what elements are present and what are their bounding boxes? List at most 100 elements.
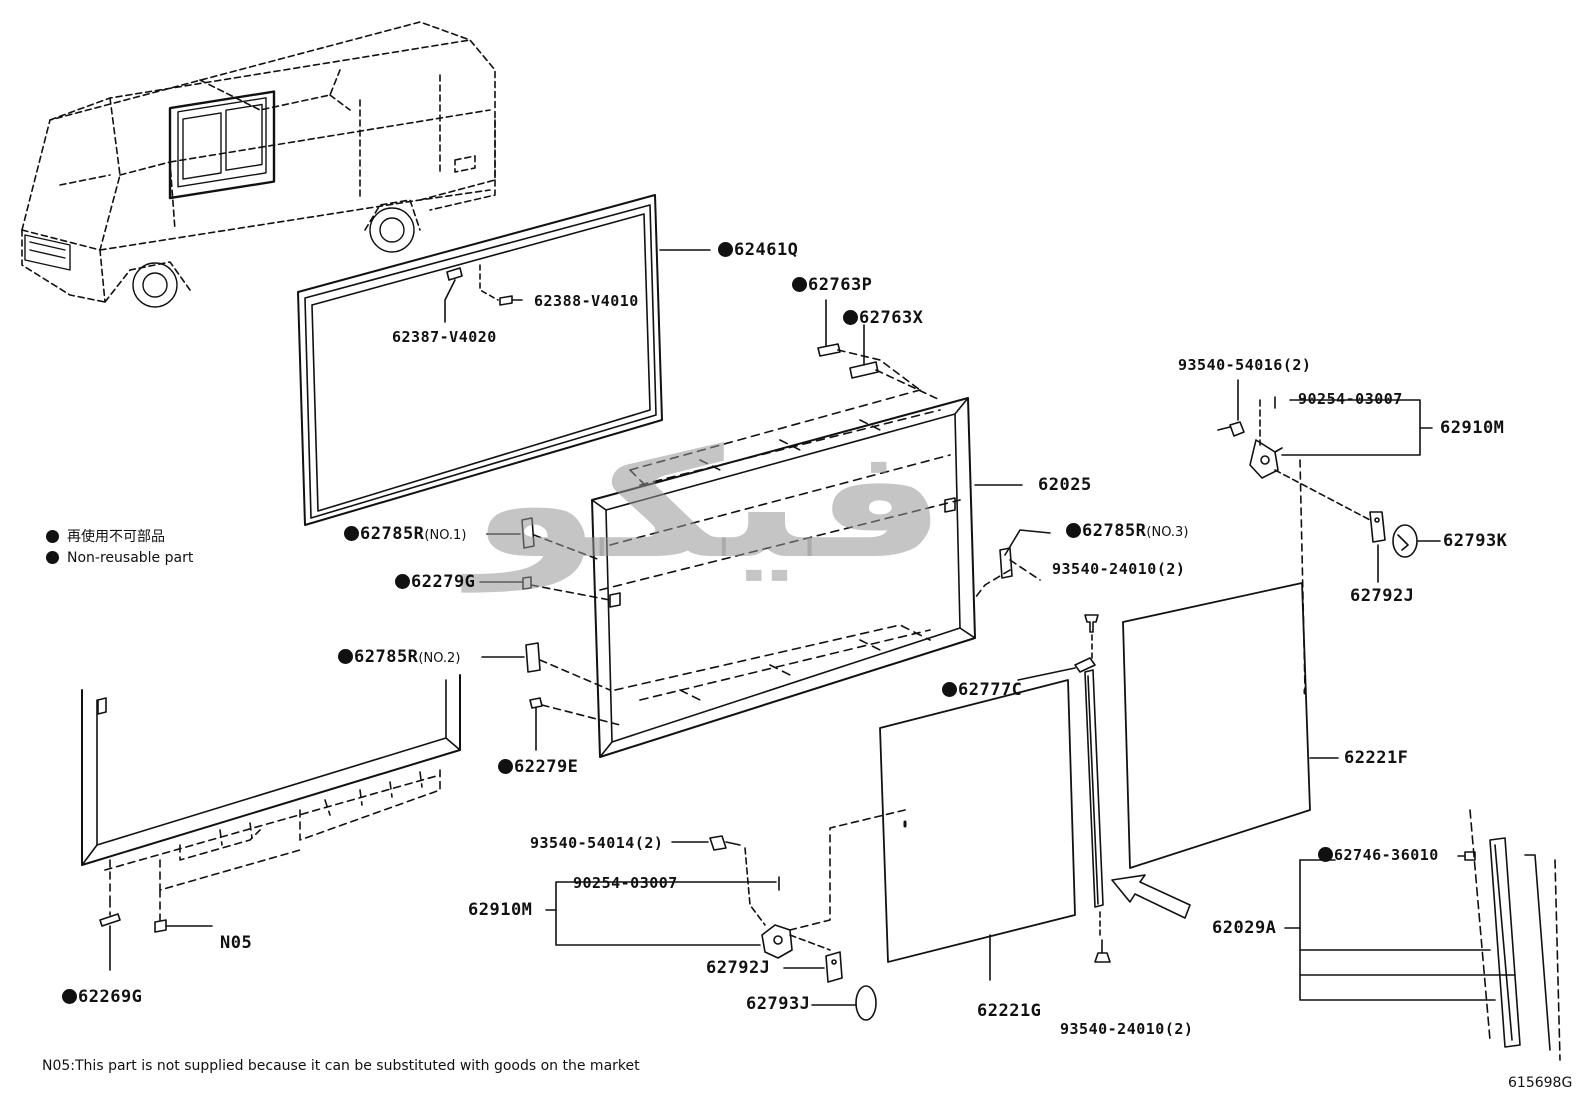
non-reusable-dot-icon — [344, 526, 359, 541]
clip-62777c — [1074, 657, 1096, 673]
dash-latch-bot — [744, 847, 831, 951]
non-reusable-dot-icon — [792, 277, 807, 292]
cap-62793k-mark — [1397, 534, 1409, 551]
pad-62792j-bot-hole — [831, 959, 837, 965]
label-62763x[interactable]: 62763X — [843, 308, 923, 328]
glass-62221g — [879, 679, 1076, 963]
label-62029a[interactable]: 62029A — [1212, 918, 1277, 938]
leader-62785r-no3 — [1004, 529, 1051, 556]
label-62785r-no3[interactable]: 62785R(NO.3) — [1066, 521, 1188, 541]
screw-93540-54014 — [709, 835, 741, 851]
non-reusable-dot-icon — [395, 574, 410, 589]
glass-62221f — [1122, 582, 1311, 869]
footnote-n05: N05:This part is not supplied because it… — [42, 1058, 640, 1074]
clip-62388-v4010 — [499, 295, 513, 306]
label-n05[interactable]: N05 — [220, 933, 253, 953]
pad-62792j-bot — [825, 951, 843, 983]
non-reusable-dot-icon — [498, 759, 513, 774]
legend-jp: 再使用不可部品 — [46, 526, 165, 546]
label-62269g[interactable]: 62269G — [62, 987, 142, 1007]
label-93540-24010-bot[interactable]: 93540-24010(2) — [1060, 1020, 1194, 1038]
cap-62793k — [1392, 524, 1418, 558]
non-reusable-dot-icon — [62, 989, 77, 1004]
label-93540-54014[interactable]: 93540-54014(2) — [530, 834, 664, 852]
dash-latch-top — [1259, 399, 1371, 521]
label-62461q[interactable]: 62461Q — [718, 240, 798, 260]
screw-93540-24010-top — [1084, 614, 1099, 633]
frame-internal-dashes — [599, 389, 961, 701]
label-62746-36010[interactable]: 62746-36010 — [1318, 846, 1439, 864]
lower-frame — [81, 674, 461, 866]
clip-62279g — [522, 576, 532, 590]
label-62279g[interactable]: 62279G — [395, 572, 475, 592]
label-62763p[interactable]: 62763P — [792, 275, 872, 295]
label-62785r-no1[interactable]: 62785R(NO.1) — [344, 524, 466, 544]
cap-62793j — [855, 985, 877, 1021]
screw-93540-54016 — [1217, 421, 1245, 437]
dash-62388 — [479, 264, 499, 301]
vehicle-illustration — [21, 21, 496, 303]
label-62792j-bot[interactable]: 62792J — [706, 958, 771, 978]
pad-62792j-top — [1369, 511, 1386, 543]
label-93540-54016[interactable]: 93540-54016(2) — [1178, 356, 1312, 374]
label-62793j[interactable]: 62793J — [746, 994, 811, 1014]
screw-93540-24010-bot — [1094, 939, 1111, 963]
non-reusable-dot-icon — [942, 682, 957, 697]
run-channel-62777c — [1084, 669, 1104, 908]
non-reusable-dot-icon — [718, 242, 733, 257]
clip-62387-v4020 — [446, 267, 463, 281]
frame-clip-right — [944, 497, 956, 513]
label-62910m-top[interactable]: 62910M — [1440, 418, 1505, 438]
dash-62221f — [1299, 459, 1306, 691]
label-62910m-bot[interactable]: 62910M — [468, 900, 533, 920]
label-62387-v4020[interactable]: 62387-V4020 — [392, 328, 497, 346]
label-90254-03007-bot[interactable]: 90254-03007 — [573, 874, 678, 892]
part-n05 — [154, 919, 167, 933]
label-62221f[interactable]: 62221F — [1344, 748, 1409, 768]
label-62777c[interactable]: 62777C — [942, 680, 1022, 700]
label-62785r-no2[interactable]: 62785R(NO.2) — [338, 647, 460, 667]
clip-62279e — [529, 697, 543, 709]
clip-62763p — [817, 343, 841, 357]
legend-en: Non-reusable part — [46, 550, 193, 566]
frame-clip-left — [609, 592, 621, 608]
vehicle-window — [168, 90, 276, 200]
arrow-62029a — [1111, 874, 1191, 919]
figure-number: 615698G — [1508, 1075, 1573, 1091]
non-reusable-dot-icon — [1066, 523, 1081, 538]
pad-62792j-top-hole — [1374, 517, 1380, 523]
non-reusable-dot-icon — [338, 649, 353, 664]
window-frame-62025 — [591, 397, 976, 758]
frame-dashed-leaders — [530, 349, 1041, 726]
clip-62269g — [99, 913, 121, 927]
non-reusable-dot-icon — [843, 310, 858, 325]
latch-62910m-top — [1249, 439, 1283, 479]
label-62792j-top[interactable]: 62792J — [1350, 586, 1415, 606]
bracket-62910m-top — [1281, 399, 1421, 456]
non-reusable-dot-icon — [46, 530, 59, 543]
clip-62785r-no1 — [521, 517, 535, 549]
non-reusable-dot-icon — [1318, 847, 1333, 862]
label-62388-v4010[interactable]: 62388-V4010 — [534, 292, 639, 310]
lower-frame-dashes — [104, 769, 441, 921]
label-62221g[interactable]: 62221G — [977, 1001, 1042, 1021]
leader-62777c — [1017, 667, 1076, 681]
clip-62763x — [849, 361, 879, 379]
vehicle-wheels — [24, 207, 415, 308]
clip-62785r-no2 — [525, 642, 541, 673]
clip-62785r-no3 — [999, 547, 1013, 579]
bracket-62910m-bot — [555, 881, 777, 946]
watermark: ﻓﯿﻜﻮ — [470, 418, 948, 592]
label-90254-03007-top[interactable]: 90254-03007 — [1298, 390, 1403, 408]
latch-62910m-bot — [761, 924, 793, 959]
clip-62746-36010 — [1464, 851, 1476, 861]
non-reusable-dot-icon — [46, 551, 59, 564]
label-62279e[interactable]: 62279E — [498, 757, 578, 777]
label-62025[interactable]: 62025 — [1038, 475, 1092, 495]
label-93540-24010-top[interactable]: 93540-24010(2) — [1052, 560, 1186, 578]
dash-62221g — [789, 809, 906, 931]
leader-62387 — [444, 279, 456, 323]
lower-frame-clip — [97, 697, 107, 715]
label-62793k[interactable]: 62793K — [1443, 531, 1508, 551]
